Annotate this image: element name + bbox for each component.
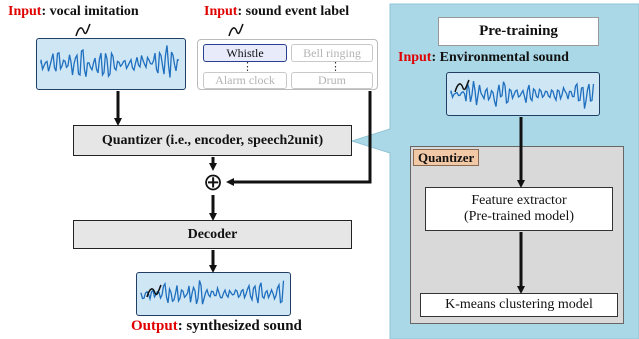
label-alarm-clock[interactable]: Alarm clock — [203, 72, 287, 89]
output-cue-icon — [146, 284, 162, 298]
decoder-block: Decoder — [73, 220, 352, 249]
output-label: Output: synthesized sound — [131, 318, 302, 334]
input-event-label: Input: sound event label — [204, 4, 350, 19]
label-dots-left: ⋮ — [242, 61, 253, 73]
voice-cue-icon — [75, 23, 91, 37]
combine-plus-symbol: ⊕ — [202, 168, 224, 196]
vocal-imitation-waveform — [36, 38, 186, 90]
pretraining-title-box: Pre-training — [438, 17, 599, 46]
feature-extractor-title: Feature extractor — [471, 192, 567, 208]
pretraining-title: Pre-training — [479, 23, 558, 39]
label-bell-ringing[interactable]: Bell ringing — [291, 44, 373, 62]
label-cue-icon — [228, 23, 244, 37]
feature-extractor-box: Feature extractor (Pre-trained model) — [425, 187, 613, 231]
quantizer-block: Quantizer (i.e., encoder, speech2unit) — [73, 125, 352, 156]
synthesized-sound-waveform — [136, 272, 291, 316]
label-drum[interactable]: Drum — [291, 72, 373, 89]
kmeans-box: K-means clustering model — [420, 293, 618, 317]
input-environmental-label: Input: Environmental sound — [398, 50, 569, 65]
input-vocal-label: Input: vocal imitation — [8, 4, 139, 19]
label-dots-right: ⋮ — [330, 61, 341, 73]
environmental-sound-waveform — [446, 72, 600, 116]
env-cue-icon — [454, 79, 470, 93]
feature-extractor-subtitle: (Pre-trained model) — [463, 209, 574, 224]
label-whistle[interactable]: Whistle — [203, 44, 287, 62]
quantizer-tag: Quantizer — [413, 149, 480, 166]
